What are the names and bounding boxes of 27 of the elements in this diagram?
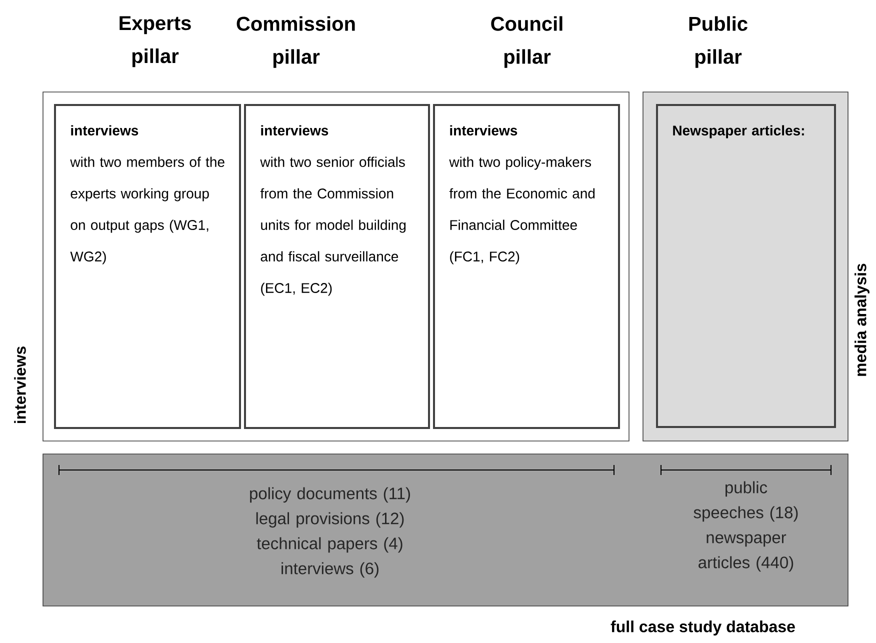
card-text: with two members of the experts working group on output gaps (WG1, WG2) xyxy=(70,156,224,264)
card-text: with two senior officials from the Commission units for model building and fiscal surveillance (EC1, EC2) xyxy=(260,156,406,296)
card-heading: interviews xyxy=(450,125,518,136)
card-heading: Newspaper articles: xyxy=(673,125,804,138)
pillar-title: Public pillar xyxy=(689,16,748,68)
list-item: newspaper articles (440) xyxy=(698,534,794,572)
text-box xyxy=(244,104,430,429)
list-item: technical papers (4) xyxy=(256,537,402,553)
text-box xyxy=(656,104,836,428)
span-bracket xyxy=(58,464,614,476)
card-heading: interviews xyxy=(261,125,328,136)
card-heading: interviews xyxy=(71,125,138,136)
card-text: with two policy-makers from the Economic and Financial Committee (FC1, FC2) xyxy=(449,156,595,264)
text-box xyxy=(54,104,241,429)
database-box xyxy=(42,454,848,606)
list-item: legal provisions (12) xyxy=(256,512,404,528)
list-item: policy documents (11) xyxy=(250,487,410,503)
side-label: interviews xyxy=(14,346,26,424)
list-item: interviews (6) xyxy=(282,562,378,578)
text-box xyxy=(433,104,620,429)
list-item: public speeches (18) xyxy=(694,481,798,522)
database-label: full case study database xyxy=(610,620,795,636)
side-label: media analysis xyxy=(854,264,870,376)
pillar-title: Council pillar xyxy=(491,16,562,68)
pillar-title: Experts pillar xyxy=(120,16,191,68)
span-bracket xyxy=(660,464,832,476)
pillar-title: Commission pillar xyxy=(236,16,355,68)
